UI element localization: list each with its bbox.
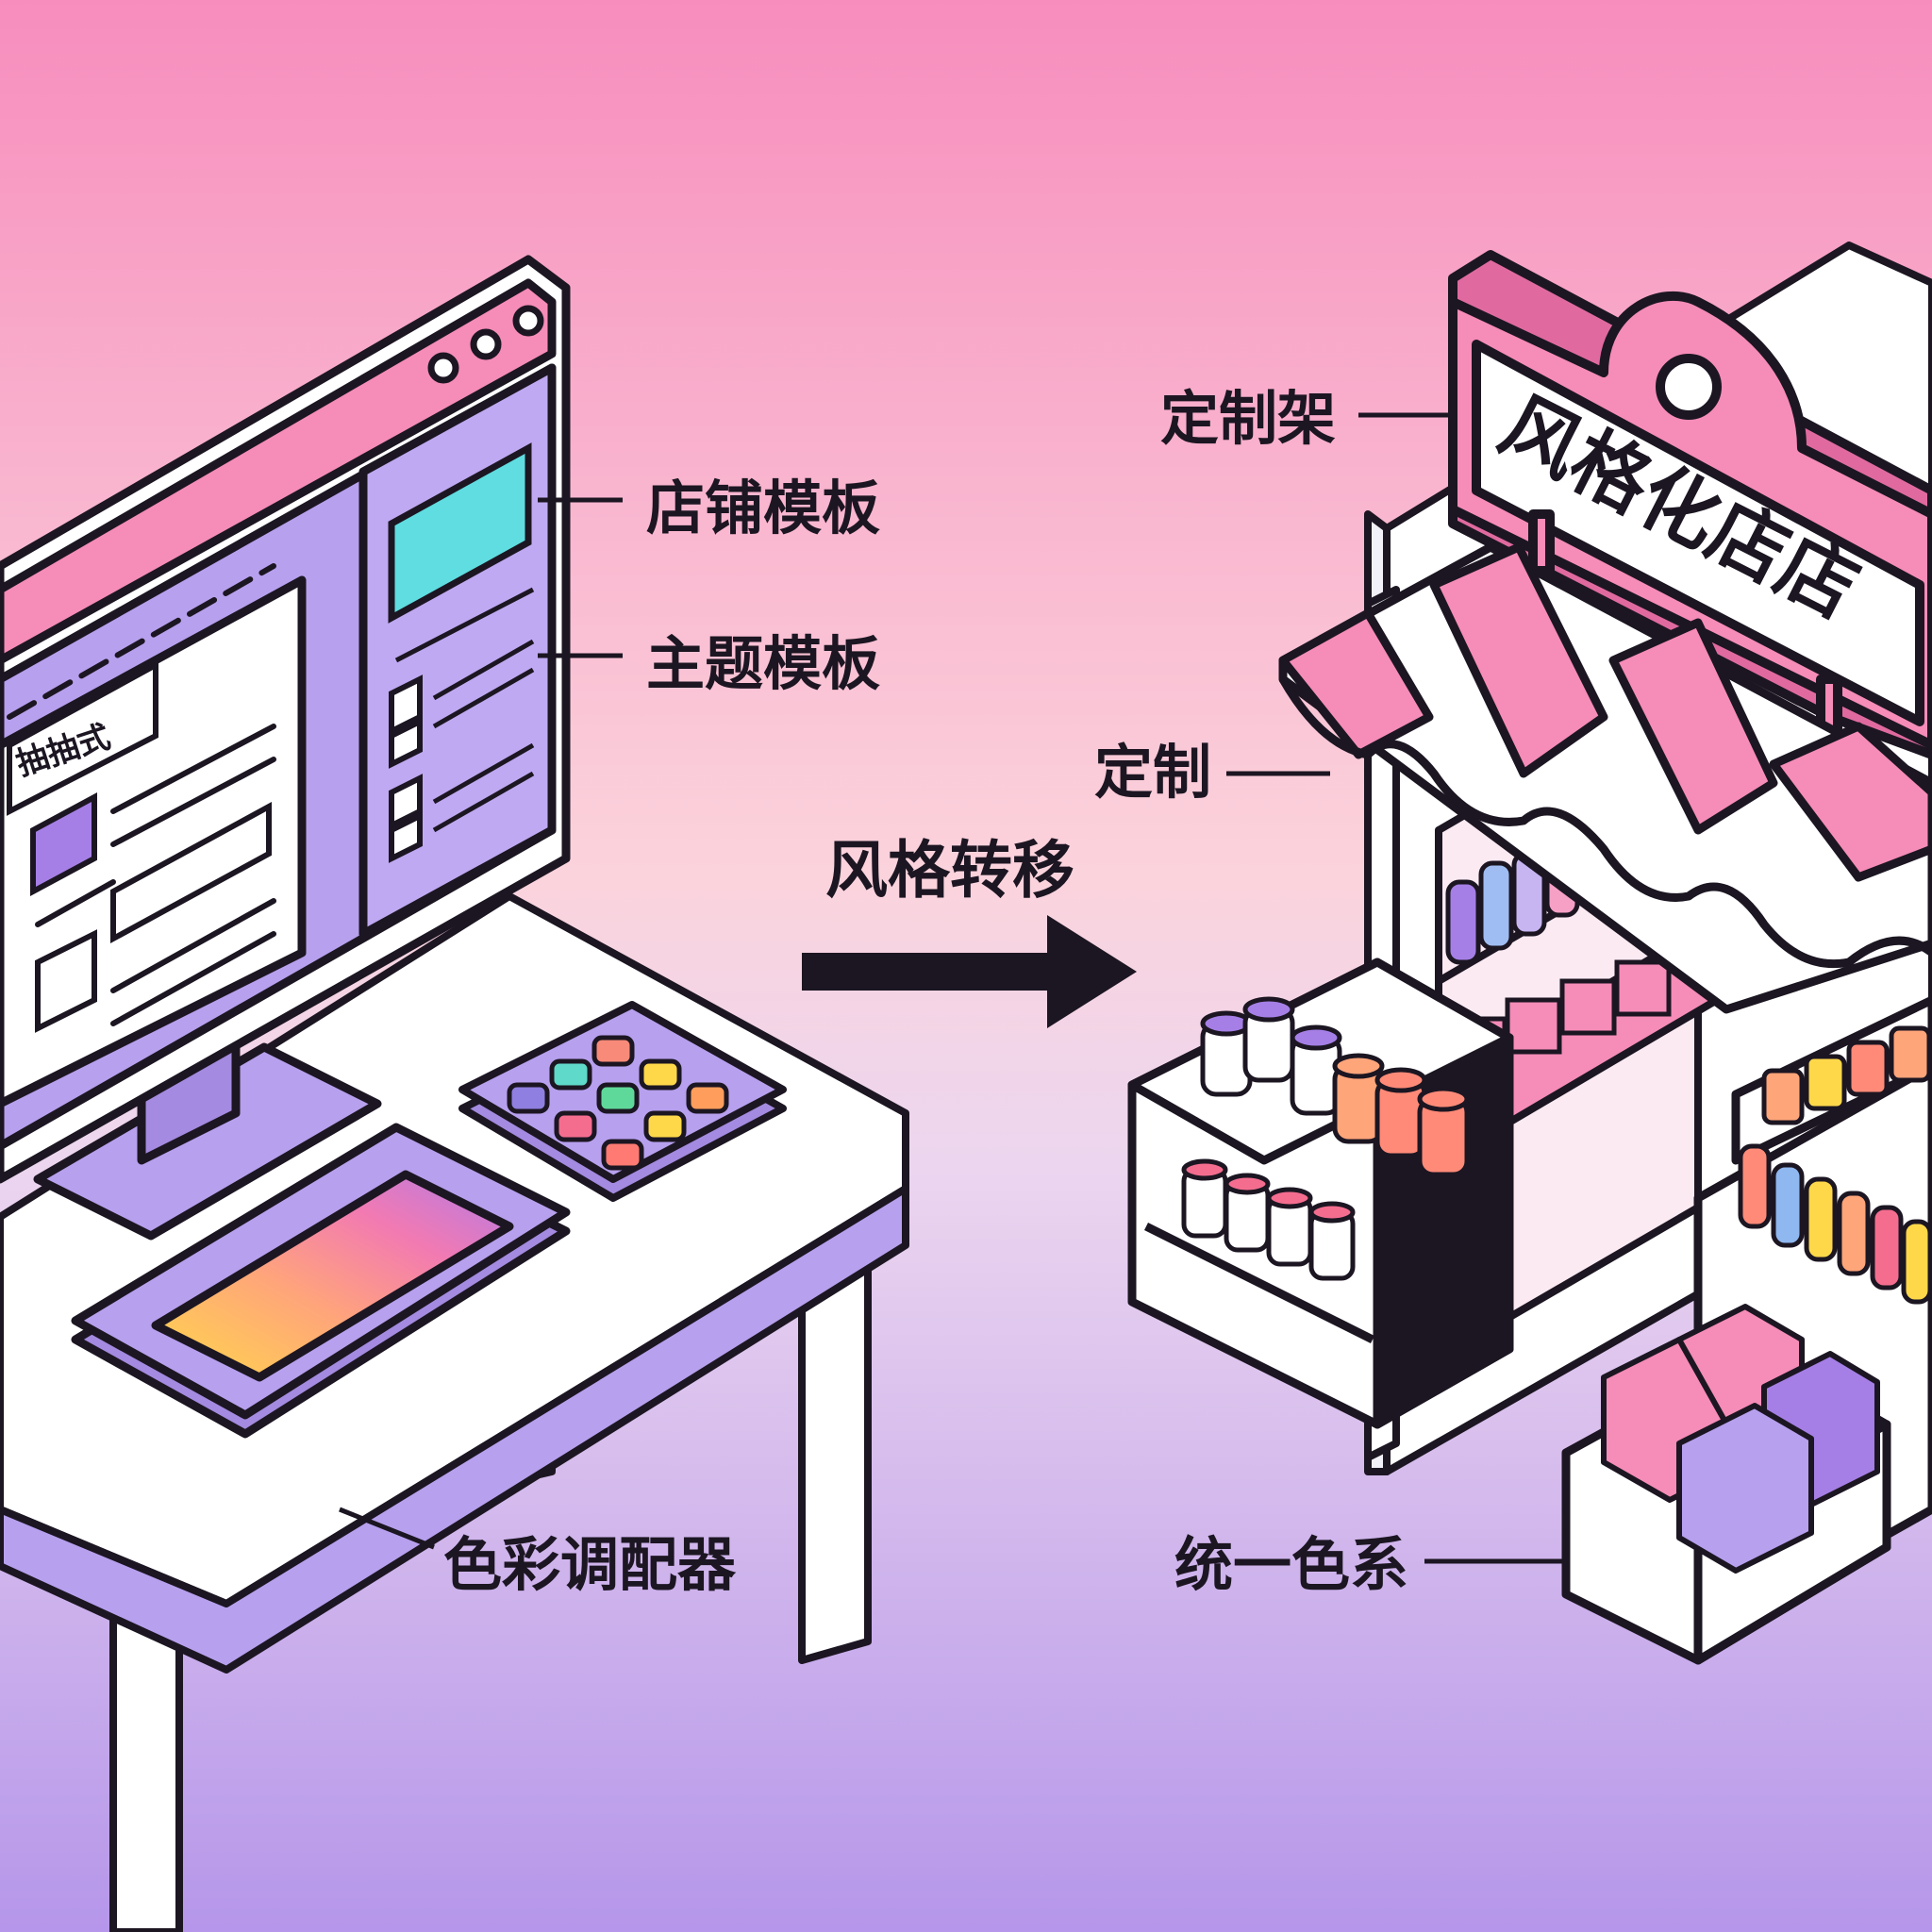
store-sign xyxy=(1448,250,1932,759)
crate-cubes xyxy=(1601,1304,1880,1574)
screen-small-box xyxy=(35,929,97,1033)
right-shelf-goods xyxy=(1738,1025,1932,1305)
color-tablet xyxy=(71,1123,571,1439)
screen-input-box xyxy=(110,801,272,944)
side-panel-lines xyxy=(394,587,535,833)
desk-edge xyxy=(0,1185,909,1674)
monitor-titlebar xyxy=(0,278,557,665)
label-store-template: 店铺模板 xyxy=(646,474,880,542)
window-buttons xyxy=(427,305,544,384)
label-custom-rack: 定制架 xyxy=(1160,384,1336,453)
label-unified-color: 统一色系 xyxy=(1174,1530,1408,1599)
screen-label-box xyxy=(7,659,158,816)
store-awning xyxy=(1278,542,1932,1014)
window-button-3 xyxy=(512,305,544,337)
label-custom: 定制 xyxy=(1094,738,1211,807)
window-button-2 xyxy=(470,328,502,360)
leader-lines xyxy=(339,412,1566,1564)
label-style-transfer: 风格转移 xyxy=(825,834,1074,907)
screen-purple-square xyxy=(30,791,97,897)
left-shelf-jars xyxy=(1200,996,1470,1177)
side-panel-items xyxy=(389,675,423,863)
window-button-1 xyxy=(427,352,459,384)
style-transfer-arrow xyxy=(802,915,1137,1028)
screen-content xyxy=(7,563,276,1026)
left-shelf-lower-jars xyxy=(1181,1158,1356,1281)
label-theme-template: 主题模板 xyxy=(646,629,880,698)
label-color-mixer: 色彩调配器 xyxy=(443,1530,737,1599)
teal-template-block xyxy=(388,442,532,624)
palette-keys xyxy=(507,1035,729,1171)
